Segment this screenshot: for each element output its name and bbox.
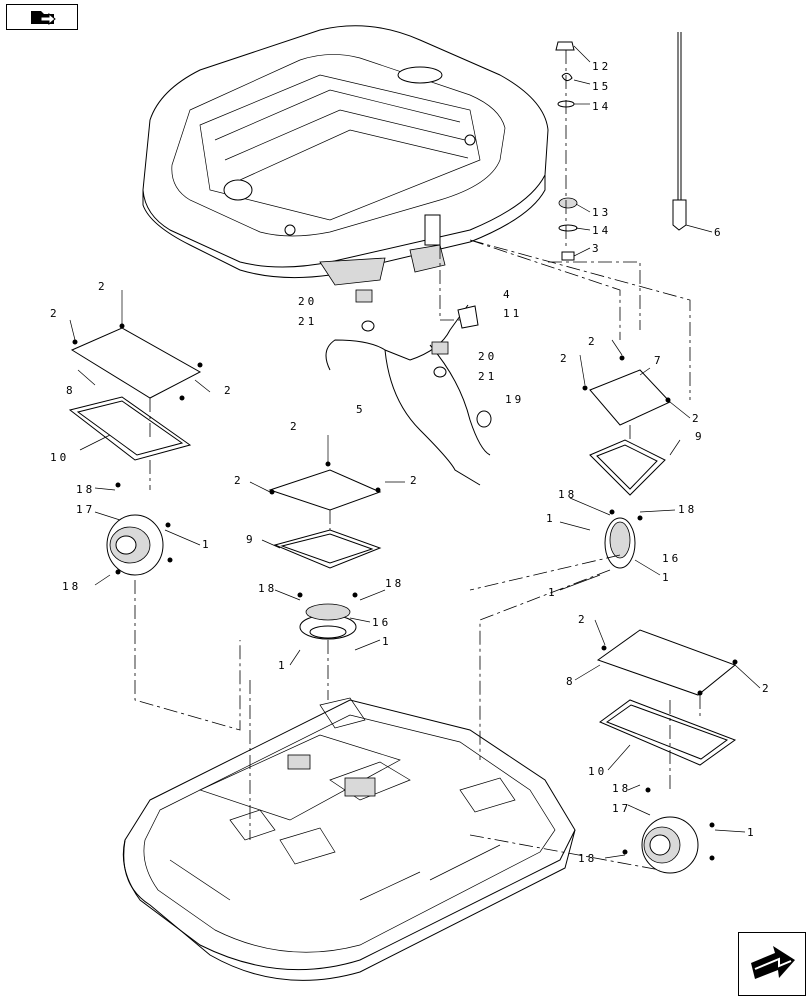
callout-2: 2 bbox=[234, 474, 244, 487]
left-speaker bbox=[106, 514, 164, 576]
callout-17: 17 bbox=[76, 503, 95, 516]
callout-1: 1 bbox=[662, 571, 672, 584]
callout-18: 18 bbox=[385, 577, 404, 590]
right-lower-trim bbox=[596, 629, 737, 766]
callout-1: 1 bbox=[747, 826, 757, 839]
callout-18: 18 bbox=[76, 483, 95, 496]
callout-2: 2 bbox=[50, 307, 60, 320]
callout-18: 18 bbox=[612, 782, 631, 795]
callout-10: 10 bbox=[588, 765, 607, 778]
callout-13: 13 bbox=[592, 206, 611, 219]
next-page-arrow-icon bbox=[751, 946, 795, 979]
center-trim bbox=[268, 469, 382, 569]
right-upper-trim bbox=[589, 369, 671, 496]
callout-9: 9 bbox=[246, 533, 256, 546]
callout-16: 16 bbox=[662, 552, 681, 565]
callout-2: 2 bbox=[410, 474, 420, 487]
callout-14: 14 bbox=[592, 100, 611, 113]
right-upper-speaker bbox=[604, 517, 636, 569]
callout-2: 2 bbox=[588, 335, 598, 348]
callout-1: 1 bbox=[202, 538, 212, 551]
folder-nav-button[interactable] bbox=[6, 4, 78, 30]
callout-1: 1 bbox=[382, 635, 392, 648]
callout-8: 8 bbox=[566, 675, 576, 688]
callout-9: 9 bbox=[695, 430, 705, 443]
callout-14: 14 bbox=[592, 224, 611, 237]
hardware-stack bbox=[555, 41, 591, 261]
callout-5: 5 bbox=[356, 403, 366, 416]
callout-1: 1 bbox=[278, 659, 288, 672]
callout-19: 19 bbox=[505, 393, 524, 406]
callout-18: 18 bbox=[558, 488, 577, 501]
callout-18: 18 bbox=[258, 582, 277, 595]
callout-1: 1 bbox=[548, 586, 558, 599]
antenna bbox=[672, 32, 713, 233]
assembly-lines bbox=[134, 239, 701, 871]
next-page-button[interactable] bbox=[738, 932, 806, 996]
callout-4: 4 bbox=[503, 288, 513, 301]
callout-20: 20 bbox=[478, 350, 497, 363]
center-speaker bbox=[299, 603, 357, 640]
callout-16: 16 bbox=[372, 616, 391, 629]
leader-lines bbox=[69, 290, 761, 861]
callout-21: 21 bbox=[478, 370, 497, 383]
callout-12: 12 bbox=[592, 60, 611, 73]
callout-18: 18 bbox=[62, 580, 81, 593]
callout-labels: 12 15 14 13 14 3 6 4 11 20 21 20 21 5 19… bbox=[50, 60, 772, 865]
folder-arrow-icon bbox=[31, 11, 56, 26]
callout-18: 18 bbox=[578, 852, 597, 865]
headliner-tray bbox=[122, 697, 576, 981]
callout-2: 2 bbox=[762, 682, 772, 695]
wire-harness bbox=[325, 289, 492, 486]
left-upper-trim bbox=[68, 327, 202, 461]
callout-18: 18 bbox=[678, 503, 697, 516]
right-lower-speaker bbox=[641, 816, 699, 874]
callout-15: 15 bbox=[592, 80, 611, 93]
callout-6: 6 bbox=[714, 226, 724, 239]
callout-17: 17 bbox=[612, 802, 631, 815]
callout-2: 2 bbox=[98, 280, 108, 293]
callout-10: 10 bbox=[50, 451, 69, 464]
callout-2: 2 bbox=[578, 613, 588, 626]
callout-20: 20 bbox=[298, 295, 317, 308]
callout-7: 7 bbox=[654, 354, 664, 367]
callout-8: 8 bbox=[66, 384, 76, 397]
callout-2: 2 bbox=[692, 412, 702, 425]
callout-2: 2 bbox=[560, 352, 570, 365]
callout-2: 2 bbox=[224, 384, 234, 397]
callout-11: 11 bbox=[503, 307, 522, 320]
callout-21: 21 bbox=[298, 315, 317, 328]
callout-1: 1 bbox=[546, 512, 556, 525]
roof-panel bbox=[142, 25, 549, 286]
callout-2: 2 bbox=[290, 420, 300, 433]
callout-3: 3 bbox=[592, 242, 602, 255]
